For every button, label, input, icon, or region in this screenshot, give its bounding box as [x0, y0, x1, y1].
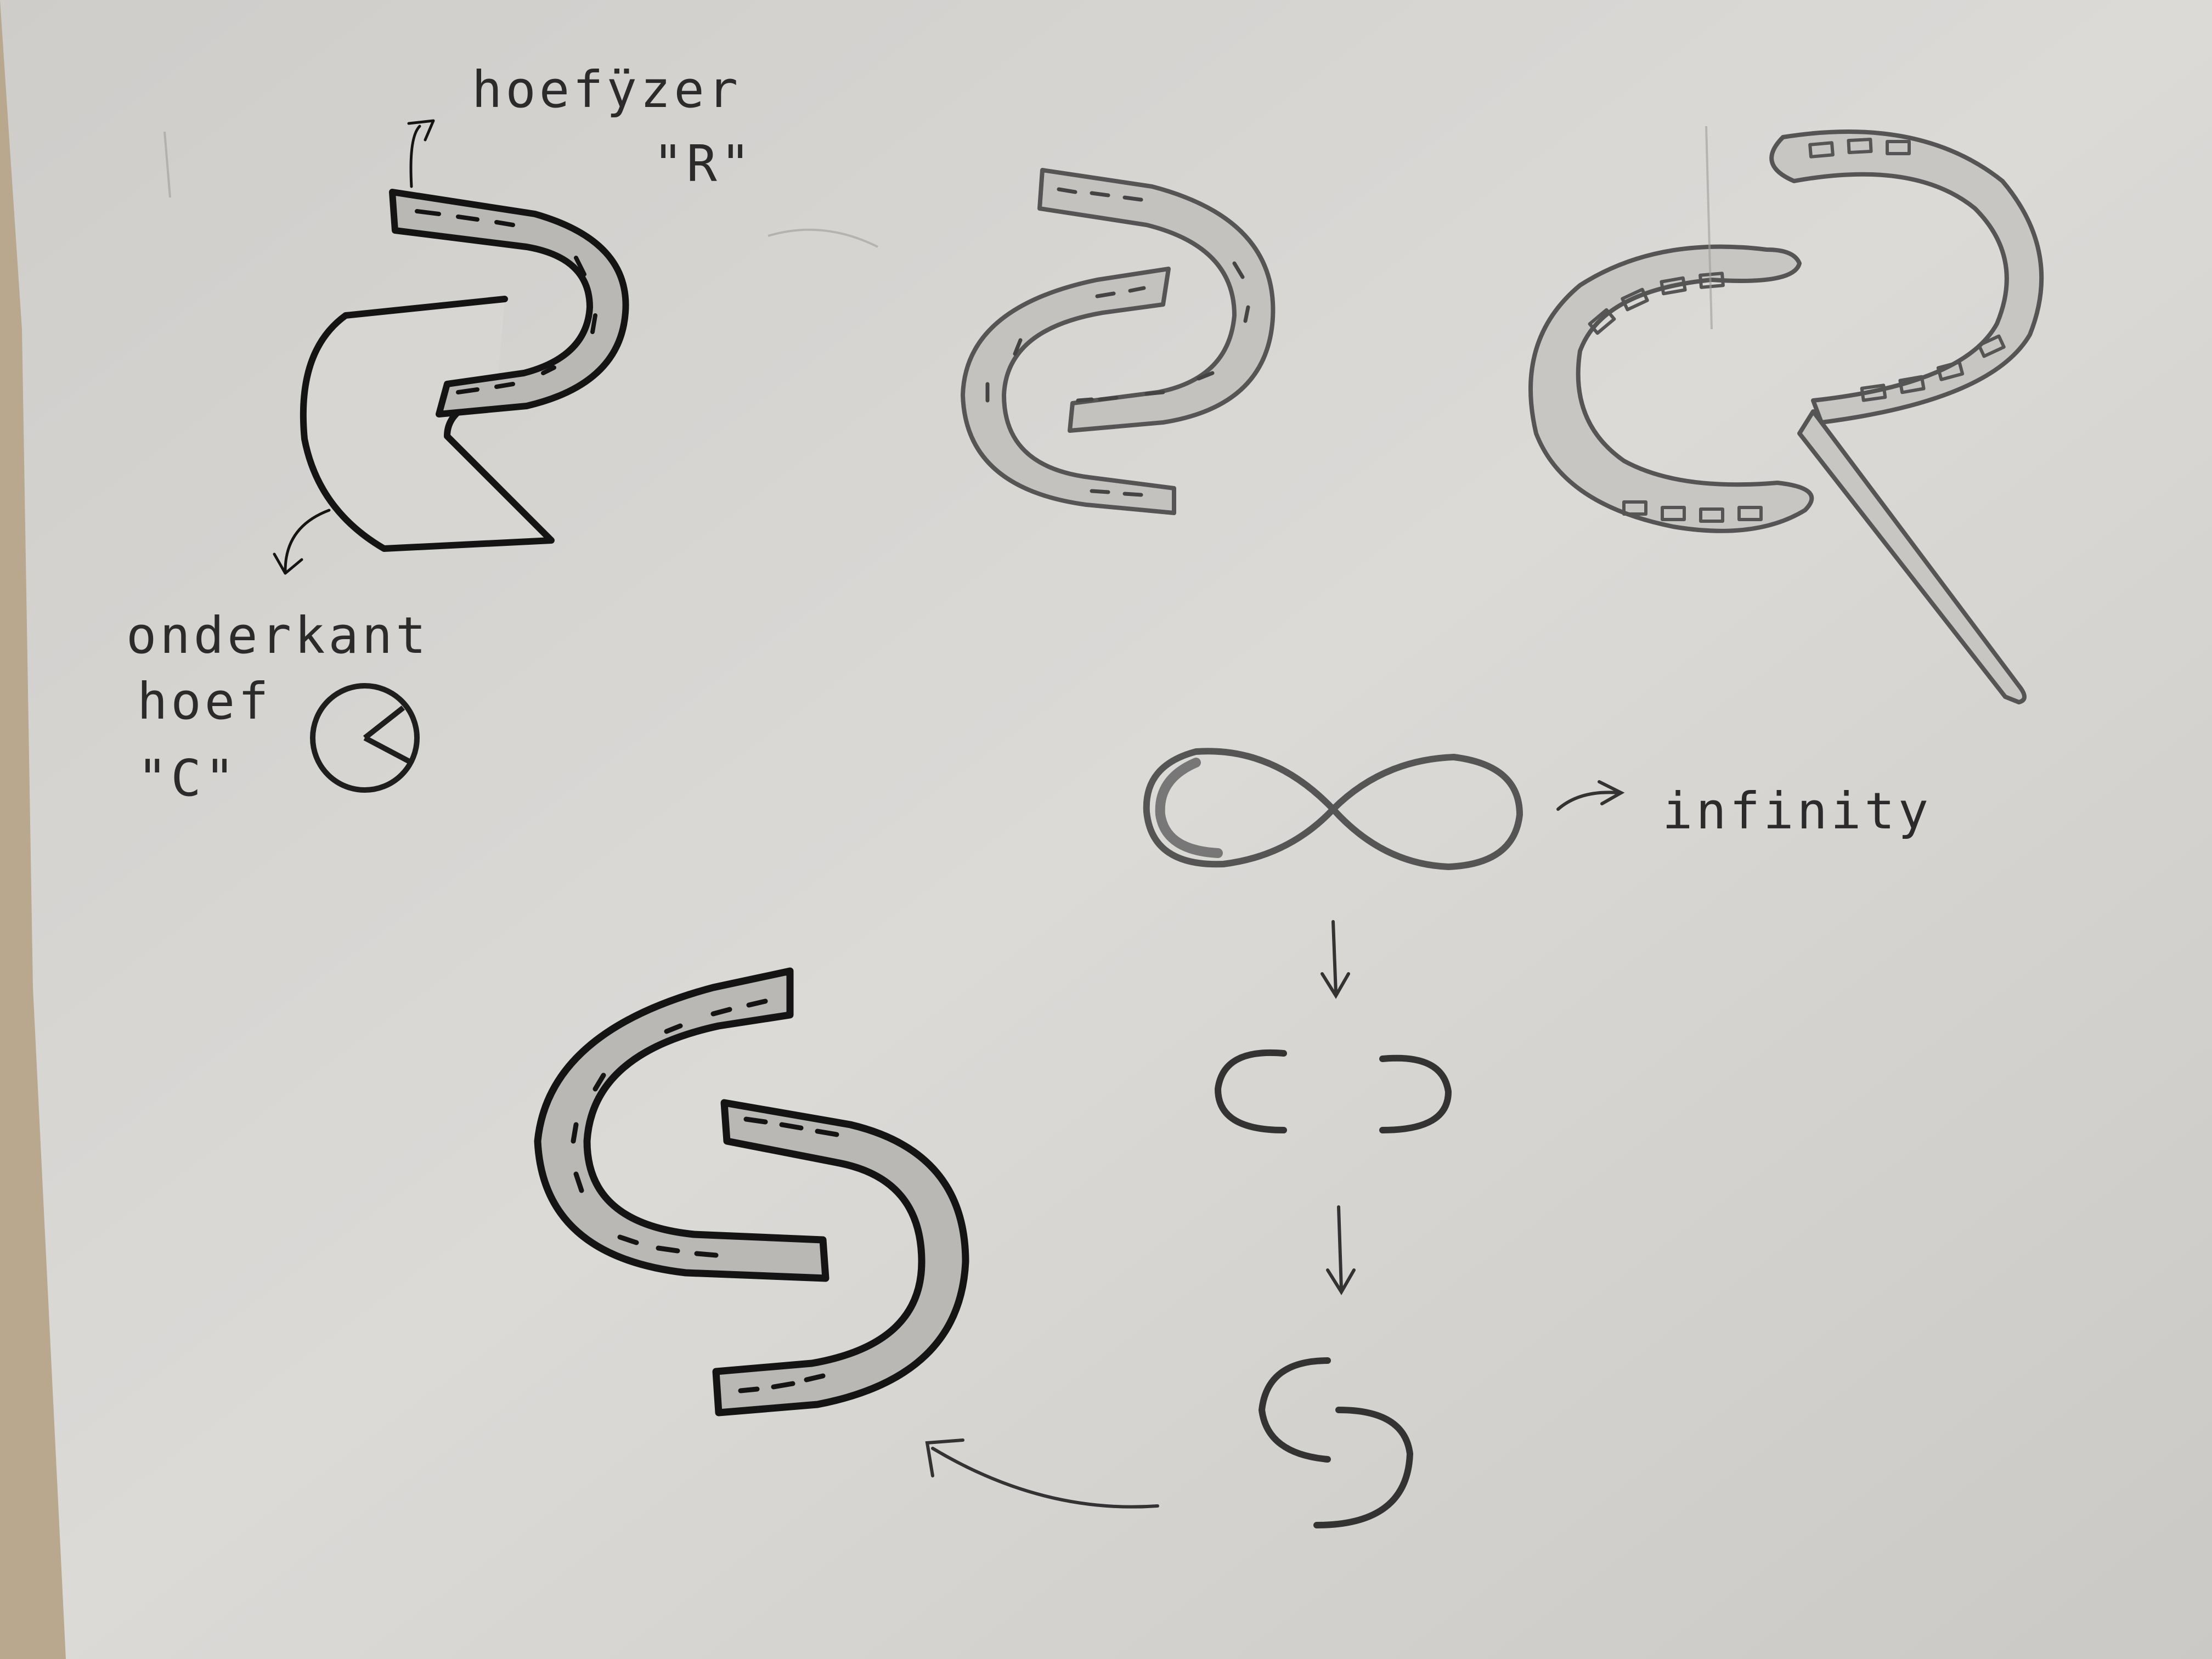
upper-s-horseshoe — [534, 967, 830, 1282]
split-loops — [1214, 1049, 1452, 1133]
left-horseshoe — [1528, 244, 1814, 533]
sketch-horseshoe-r-leg — [1528, 129, 2044, 704]
arrow-to-horseshoe — [407, 119, 435, 188]
pencil-smudges — [163, 126, 1713, 330]
horseshoe-band — [389, 189, 629, 417]
sketch-double-horseshoe — [961, 168, 1276, 515]
pencil-nail-dashes — [985, 187, 1250, 497]
big-s-nail-dashes — [571, 998, 839, 1393]
lower-horseshoe — [961, 267, 1176, 515]
nail-holes — [1588, 137, 2006, 523]
label-letter-c: "C" — [137, 749, 238, 808]
lower-s-horseshoe — [712, 1099, 969, 1417]
arrow-to-infinity-label — [1556, 780, 1625, 811]
arrow-down-1 — [1321, 920, 1350, 999]
hoof-c-shape — [300, 296, 555, 552]
label-infinity: infinity — [1662, 782, 1932, 840]
arrow-down-2 — [1326, 1205, 1356, 1295]
upper-horseshoe — [1037, 168, 1276, 433]
infinity-symbol — [1143, 748, 1523, 871]
hoof-pie-icon — [310, 683, 420, 793]
sketch-horseshoe-r — [273, 119, 629, 575]
r-leg — [1797, 409, 2027, 704]
arrow-to-hoof — [273, 509, 331, 575]
label-hoef: hoef — [137, 672, 272, 731]
top-horseshoe — [1769, 129, 2044, 425]
arrow-to-big-s — [925, 1438, 1159, 1509]
label-hoefijzer: hoefÿzer — [472, 60, 741, 119]
small-s-shape — [1258, 1357, 1414, 1528]
label-onderkant: onderkant — [126, 606, 430, 665]
label-letter-r: "R" — [653, 134, 754, 193]
nail-dashes — [415, 209, 597, 394]
sketch-big-s-horseshoe — [534, 967, 969, 1417]
